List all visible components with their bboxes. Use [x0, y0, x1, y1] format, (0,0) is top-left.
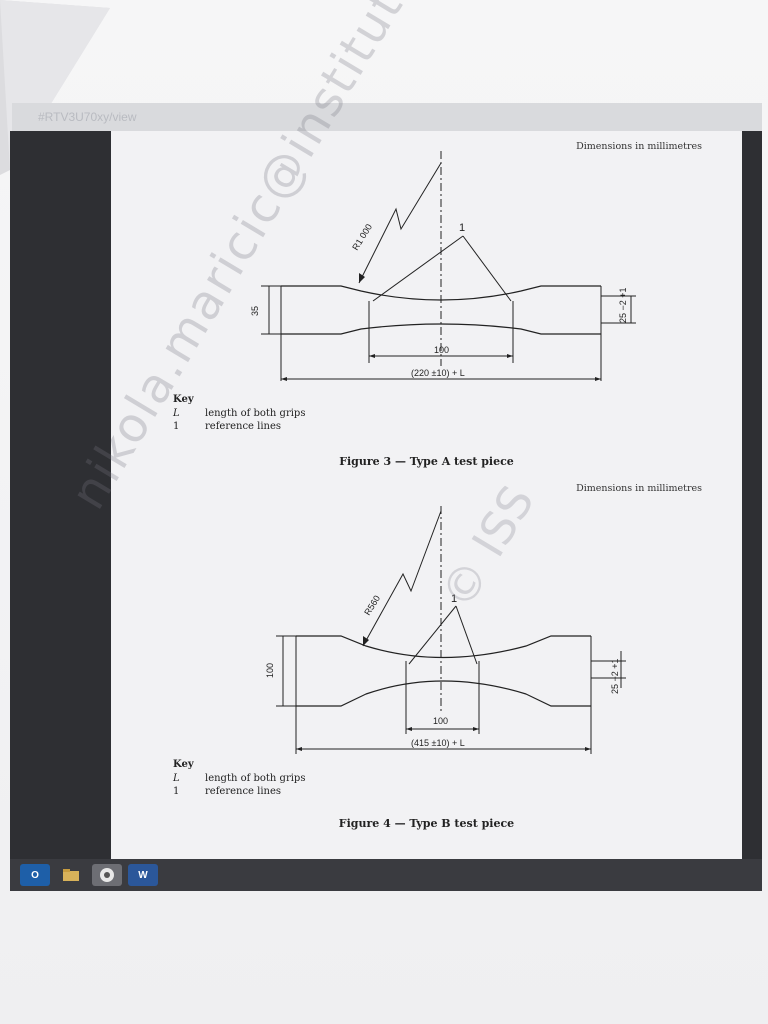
document-page: Dimensions in millimetres R1 000	[111, 131, 742, 859]
key-row: 1 reference lines	[173, 786, 305, 797]
figure-4-ref-marker: 1	[451, 593, 457, 605]
key-symbol: L	[173, 408, 180, 419]
dimensions-label: Dimensions in millimetres	[576, 141, 702, 152]
figure-3-key: Key L length of both grips 1 reference l…	[173, 394, 305, 434]
key-row: 1 reference lines	[173, 421, 305, 432]
taskbar-label: O	[31, 869, 39, 881]
figure-3-width-dim: 25 −2 +1	[618, 287, 628, 323]
figure-4-drawing: R560 1 100 25 −2 +1 100 (415 ±10) + L	[265, 506, 626, 754]
figure-3-overall-length: (220 ±10) + L	[411, 368, 465, 378]
browser-icon[interactable]	[92, 864, 122, 886]
url-text: #RTV3U70xy/view	[38, 110, 137, 124]
figure-3-radius-label: R1 000	[350, 222, 374, 252]
dimensions-label: Dimensions in millimetres	[576, 483, 702, 494]
key-text: reference lines	[205, 421, 282, 432]
key-text: length of both grips	[205, 773, 306, 784]
figure-4-height-dim: 100	[265, 663, 275, 678]
outlook-icon[interactable]: O	[20, 864, 50, 886]
figure-4-width-dim: 25 −2 +1	[610, 658, 620, 694]
taskbar-label: W	[138, 869, 148, 881]
key-title: Key	[173, 759, 194, 770]
key-symbol: 1	[173, 786, 180, 797]
key-text: length of both grips	[205, 408, 306, 419]
browser-address-bar[interactable]: #RTV3U70xy/view	[12, 103, 762, 131]
key-title: Key	[173, 394, 194, 405]
figure-3-ref-marker: 1	[459, 222, 465, 234]
figure-3-drawing: R1 000 1 35 25 −2 +1 100 (220 ±10) + L	[250, 151, 636, 381]
taskbar: O W	[10, 859, 762, 891]
figure-3-height-dim: 35	[250, 306, 260, 316]
figure-3-caption: Figure 3 — Type A test piece	[339, 455, 514, 468]
key-row: L length of both grips	[173, 408, 305, 419]
figure-4-gauge-length: 100	[433, 716, 448, 726]
figure-4-caption: Figure 4 — Type B test piece	[338, 817, 515, 830]
key-text: reference lines	[205, 786, 282, 797]
figure-4-overall-length: (415 ±10) + L	[411, 738, 465, 748]
key-row: L length of both grips	[173, 773, 305, 784]
figure-3-gauge-length: 100	[434, 345, 449, 355]
key-symbol: L	[173, 773, 180, 784]
word-icon[interactable]: W	[128, 864, 158, 886]
figure-4-key: Key L length of both grips 1 reference l…	[173, 759, 305, 799]
key-symbol: 1	[173, 421, 180, 432]
folder-icon[interactable]	[56, 864, 86, 886]
figure-4-radius-label: R560	[362, 594, 382, 618]
